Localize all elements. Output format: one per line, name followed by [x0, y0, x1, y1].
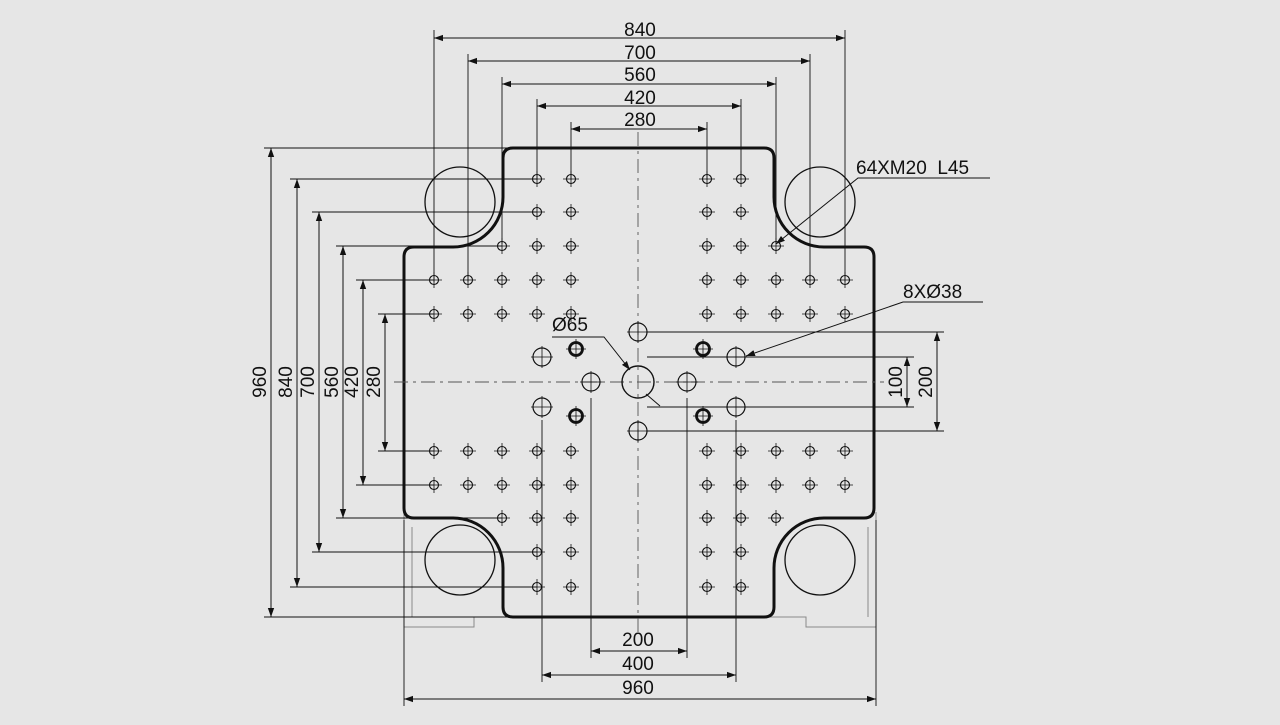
tapped-hole — [699, 204, 715, 220]
tapped-hole — [529, 443, 545, 459]
dim-top-840: 840 — [624, 20, 656, 41]
tapped-hole — [563, 443, 579, 459]
dim-bottom-960: 960 — [622, 678, 654, 699]
dim-top-280: 280 — [624, 110, 656, 131]
callout-through-holes: 8XØ38 — [903, 282, 962, 303]
tapped-hole — [802, 477, 818, 493]
tapped-hole — [529, 510, 545, 526]
tapped-hole — [563, 510, 579, 526]
tapped-hole — [837, 477, 853, 493]
tapped-hole — [563, 204, 579, 220]
center-lines — [394, 132, 884, 632]
dim-top-420: 420 — [624, 88, 656, 109]
through-hole-crosses — [531, 321, 747, 442]
leader-lines — [552, 177, 990, 407]
tapped-hole — [699, 238, 715, 254]
tapped-hole — [733, 510, 749, 526]
tapped-hole — [563, 272, 579, 288]
tapped-hole — [768, 510, 784, 526]
callout-center-hole: Ø65 — [552, 315, 588, 336]
tapped-hole — [768, 477, 784, 493]
tapped-hole — [563, 238, 579, 254]
tapped-hole — [837, 306, 853, 322]
tie-bar-bottom-right — [784, 524, 856, 596]
tapped-hole — [563, 477, 579, 493]
tapped-hole — [768, 306, 784, 322]
tapped-hole — [460, 443, 476, 459]
tie-bar-holes — [424, 166, 856, 596]
tapped-hole — [699, 477, 715, 493]
dim-bottom-400: 400 — [622, 654, 654, 675]
dim-left-560: 560 — [322, 366, 343, 398]
tie-bar-top-right — [784, 166, 856, 238]
tapped-hole — [529, 306, 545, 322]
tapped-hole — [460, 477, 476, 493]
ejector-hole-crosses — [566, 339, 713, 426]
dimension-lines — [267, 34, 941, 703]
tapped-hole — [699, 544, 715, 560]
tie-bar-top-left — [424, 166, 496, 238]
tapped-hole — [733, 477, 749, 493]
tapped-hole — [733, 544, 749, 560]
dim-left-700: 700 — [298, 366, 319, 398]
tapped-hole — [768, 272, 784, 288]
tapped-hole — [494, 272, 510, 288]
dim-left-420: 420 — [342, 366, 363, 398]
tapped-hole — [733, 272, 749, 288]
tapped-hole — [460, 306, 476, 322]
through-holes — [532, 322, 746, 441]
dim-right-200: 200 — [916, 366, 937, 398]
tapped-hole — [494, 306, 510, 322]
tapped-hole — [699, 272, 715, 288]
callout-tapped-holes: 64XM20 L45 — [856, 158, 969, 179]
tapped-hole — [733, 306, 749, 322]
tapped-hole — [733, 443, 749, 459]
tie-bar-bottom-left — [424, 524, 496, 596]
tapped-hole — [494, 443, 510, 459]
extension-lines — [264, 30, 944, 706]
tapped-hole — [563, 544, 579, 560]
dim-left-280: 280 — [364, 366, 385, 398]
tapped-hole — [699, 579, 715, 595]
ejector-holes — [568, 341, 711, 424]
tapped-hole — [529, 272, 545, 288]
dim-top-700: 700 — [624, 43, 656, 64]
base-ghost — [403, 512, 877, 628]
tapped-hole — [529, 477, 545, 493]
center-hole — [621, 365, 655, 399]
tapped-hole — [733, 579, 749, 595]
platen-outline — [402, 146, 876, 619]
dim-left-840: 840 — [276, 366, 297, 398]
tapped-hole — [699, 306, 715, 322]
dim-bottom-200: 200 — [622, 630, 654, 651]
tapped-hole — [802, 443, 818, 459]
tapped-hole — [529, 238, 545, 254]
tapped-hole — [837, 443, 853, 459]
tapped-hole — [563, 306, 579, 322]
dim-right-100: 100 — [886, 366, 907, 398]
tapped-hole — [802, 306, 818, 322]
tapped-hole — [563, 579, 579, 595]
tapped-hole — [733, 204, 749, 220]
tapped-hole — [768, 443, 784, 459]
tapped-hole — [699, 443, 715, 459]
dim-left-960: 960 — [250, 366, 271, 398]
tapped-hole — [494, 477, 510, 493]
tapped-hole — [699, 510, 715, 526]
dim-top-560: 560 — [624, 65, 656, 86]
tapped-hole — [733, 238, 749, 254]
